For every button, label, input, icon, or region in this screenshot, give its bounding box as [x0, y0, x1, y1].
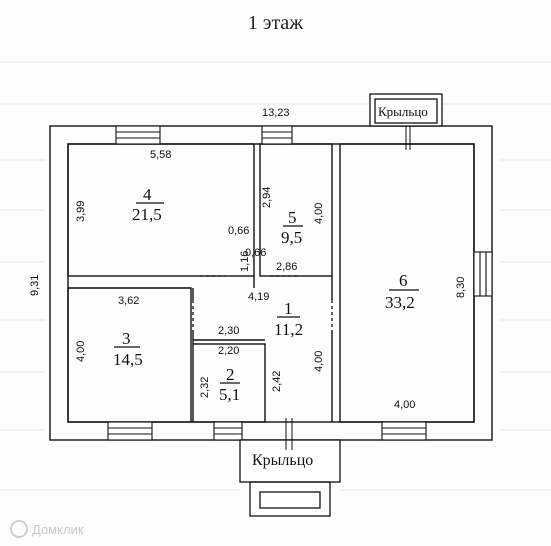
room-1-number: 1 — [284, 299, 293, 318]
floor-title: 1 этаж — [247, 12, 304, 34]
domclick-logo-icon — [10, 520, 28, 538]
dim-242: 2,42 — [271, 370, 283, 392]
dim-room5-height-b: 4,00 — [313, 202, 325, 224]
room-5-area: 9,5 — [281, 228, 303, 247]
dim-room4-width: 5,58 — [150, 149, 172, 161]
window-bottom-room3 — [107, 421, 153, 441]
dim-220: 2,20 — [218, 345, 240, 357]
room-4-area: 21,5 — [132, 205, 162, 224]
porch-bottom-label: Крыльцо — [252, 452, 314, 469]
dim-overall-width: 13,23 — [262, 107, 290, 119]
outer-wall-outer — [49, 125, 493, 441]
dim-286: 2,86 — [276, 261, 298, 273]
dim-116: 1,16 — [239, 250, 251, 272]
dim-419: 4,19 — [248, 291, 270, 303]
room-2-area: 5,1 — [219, 385, 241, 404]
dim-room5-height-a: 2,94 — [261, 186, 273, 208]
porch-bottom-shape — [239, 418, 341, 517]
watermark-text: Домклик — [32, 521, 84, 537]
dim-066-a: 0,66 — [228, 225, 250, 237]
dim-room6-height: 8,30 — [455, 276, 467, 298]
room-4-number: 4 — [143, 185, 152, 204]
room-2-number: 2 — [226, 365, 235, 384]
window-top-room4 — [115, 125, 161, 145]
dim-230: 2,30 — [218, 325, 240, 337]
dim-room3-width: 3,62 — [118, 295, 140, 307]
window-bottom-room2 — [213, 421, 243, 441]
dim-066-b: 0,66 — [245, 247, 267, 259]
porch-top-shape — [369, 93, 443, 150]
watermark: Домклик — [10, 520, 84, 538]
window-right-room6 — [473, 251, 493, 297]
background-rules — [0, 61, 551, 491]
room-3-area: 14,5 — [113, 350, 143, 369]
dim-room4-height: 3,99 — [75, 200, 87, 222]
dim-room2-height: 2,32 — [199, 376, 211, 398]
room-4-outline — [67, 143, 255, 277]
dim-room6-width: 4,00 — [394, 399, 416, 411]
room-1-area: 11,2 — [274, 320, 304, 339]
room-6-area: 33,2 — [385, 293, 415, 312]
window-top-room5 — [261, 125, 293, 145]
dim-room3-height: 4,00 — [75, 340, 87, 362]
porch-top-label: Крыльцо — [378, 104, 428, 119]
dim-overall-height: 9,31 — [29, 274, 41, 296]
dim-room1-height: 4,00 — [313, 350, 325, 372]
room-5-number: 5 — [288, 208, 297, 227]
room-3-number: 3 — [122, 329, 131, 348]
room-6-number: 6 — [399, 271, 408, 290]
window-bottom-room6 — [381, 421, 427, 441]
